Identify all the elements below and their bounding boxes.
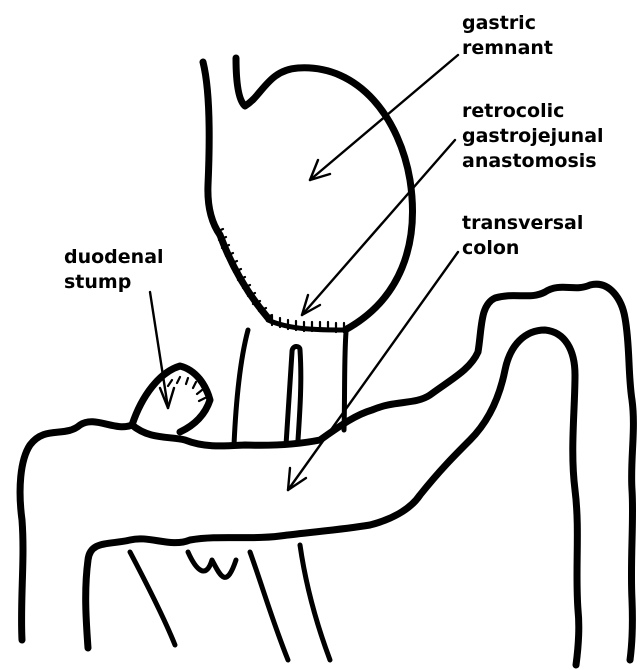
gastric-remnant xyxy=(203,58,412,330)
arrow-transversal-colon xyxy=(288,252,458,490)
jejunum-left-wall xyxy=(234,330,248,445)
jejunum-right-wall xyxy=(344,332,346,430)
label-transversal-colon-line2: colon xyxy=(462,237,519,259)
label-transversal-colon: transversal colon xyxy=(462,212,583,259)
label-gastric-remnant-line2: remnant xyxy=(462,37,553,59)
label-anastomosis-line3: anastomosis xyxy=(462,150,597,172)
label-anastomosis-line1: retrocolic xyxy=(462,100,564,122)
label-duodenal-stump-line2: stump xyxy=(64,271,131,293)
jejunum-inner-fold xyxy=(286,346,301,445)
arrow-duodenal-stump xyxy=(150,292,174,408)
label-gastric-remnant-line1: gastric xyxy=(462,12,536,34)
label-duodenal-stump: duodenal stump xyxy=(64,246,164,293)
label-gastric-remnant: gastric remnant xyxy=(462,12,553,59)
label-anastomosis: retrocolic gastrojejunal anastomosis xyxy=(462,100,604,172)
label-anastomosis-line2: gastrojejunal xyxy=(462,125,604,147)
label-transversal-colon-line1: transversal xyxy=(462,212,583,234)
mesentery-right xyxy=(250,552,288,660)
colon-outline xyxy=(20,284,633,660)
mesentery-center-loop xyxy=(188,552,236,577)
jejunal-limb xyxy=(234,330,346,445)
gastrojejunal-anastomosis xyxy=(268,316,346,332)
mesentery-left xyxy=(130,552,175,645)
transverse-colon xyxy=(20,284,633,665)
esophagus-left-wall xyxy=(203,62,220,235)
mesentery-far-right xyxy=(300,545,330,660)
label-duodenal-stump-line1: duodenal xyxy=(64,246,164,268)
mesentery xyxy=(130,545,330,660)
